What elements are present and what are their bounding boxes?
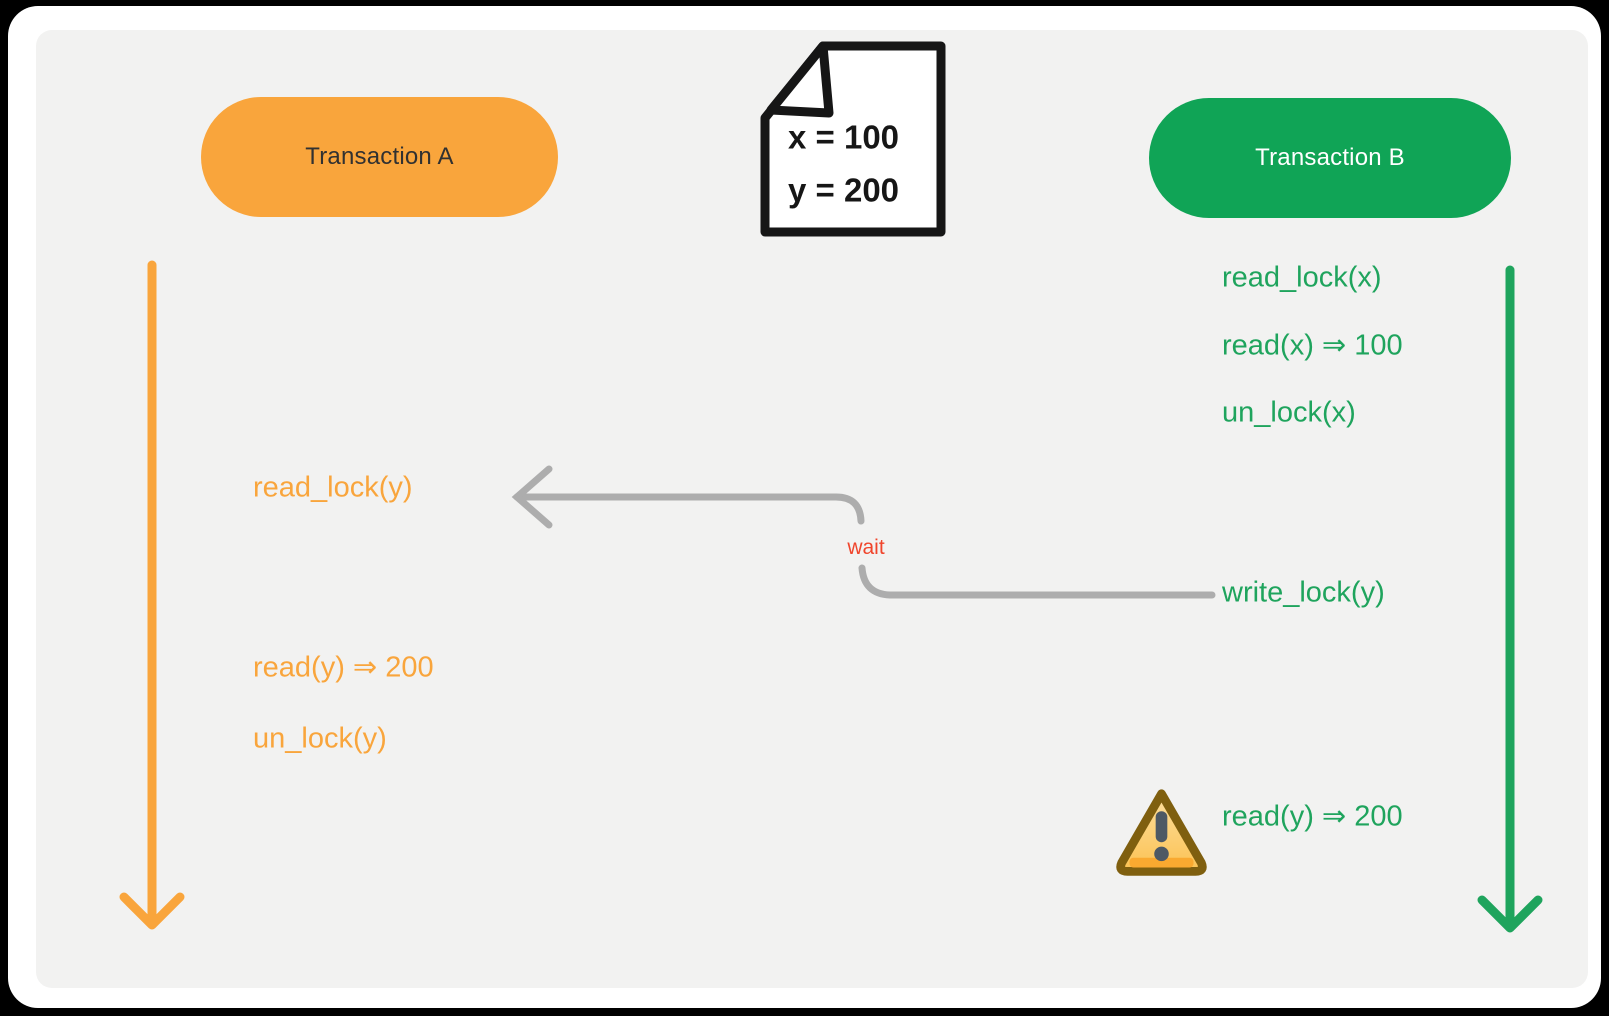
transaction-b-pill: Transaction B: [1149, 98, 1511, 218]
transaction-a-label: Transaction A: [305, 143, 454, 170]
op-a-read-lock-y: read_lock(y): [253, 471, 413, 504]
op-b-read-lock-x: read_lock(x): [1222, 261, 1382, 294]
transaction-b-label: Transaction B: [1255, 144, 1405, 171]
op-b-un-lock-x: un_lock(x): [1222, 396, 1356, 429]
wait-connector: [511, 465, 1216, 599]
op-a-read-y: read(y) ⇒ 200: [253, 651, 434, 684]
document-value-x: x = 100: [788, 118, 900, 156]
timeline-b-arrow: [1477, 265, 1543, 933]
op-b-write-lock-y: write_lock(y): [1222, 576, 1385, 609]
op-b-read-y: read(y) ⇒ 200: [1222, 800, 1403, 833]
timeline-a-arrow: [119, 260, 185, 930]
wait-connector-arrowhead: [511, 465, 553, 529]
warning-triangle-icon: [1116, 789, 1207, 876]
op-a-un-lock-y: un_lock(y): [253, 722, 387, 755]
document-with-folded-corner-icon: [760, 41, 946, 237]
op-b-read-x: read(x) ⇒ 100: [1222, 329, 1403, 362]
wait-label: wait: [847, 536, 885, 559]
transaction-a-pill: Transaction A: [201, 97, 558, 217]
document-value-y: y = 200: [788, 171, 900, 209]
